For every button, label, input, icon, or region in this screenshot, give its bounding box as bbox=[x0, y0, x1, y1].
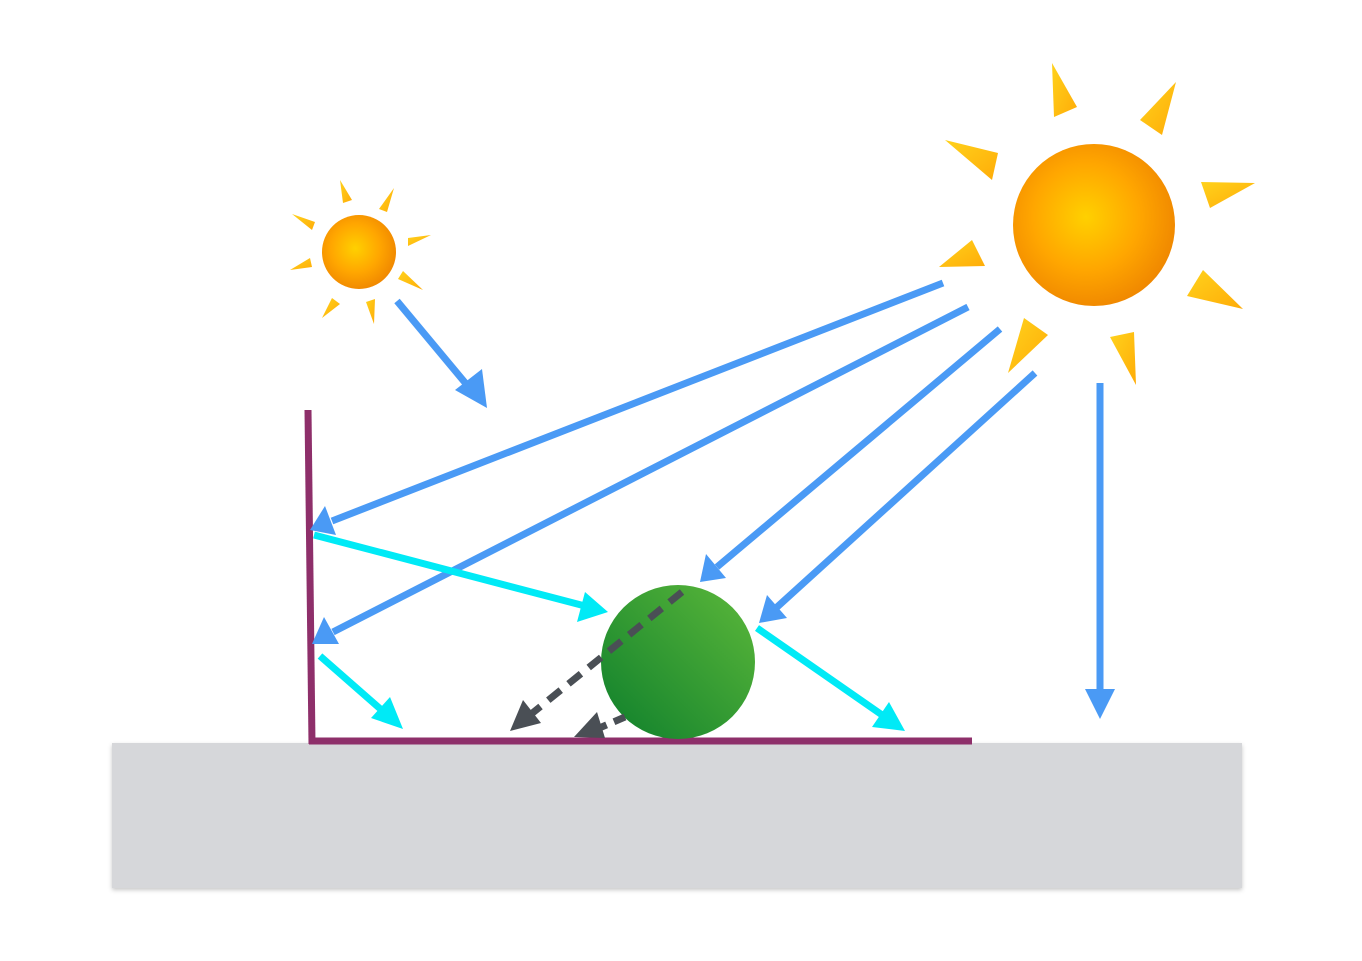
reflected-ray-wall-to-floor bbox=[317, 653, 403, 729]
large-sun-icon bbox=[939, 63, 1255, 385]
reflected-ray-wall-to-sphere bbox=[313, 531, 608, 622]
shadow-ray-short bbox=[574, 712, 627, 738]
direct-ray-vertical bbox=[1085, 383, 1115, 719]
direct-ray-to-sphere-side bbox=[759, 370, 1038, 623]
small-sun-icon bbox=[290, 180, 431, 324]
direct-ray-to-sphere-top bbox=[700, 326, 1003, 582]
shadow-ray-long bbox=[510, 589, 685, 731]
direct-ray-to-wall-upper bbox=[310, 279, 945, 535]
reflected-ray-sphere-to-floor bbox=[755, 625, 905, 731]
reflected-light-rays bbox=[313, 531, 905, 731]
direct-ray-to-wall-lower bbox=[312, 303, 970, 644]
direct-light-rays bbox=[310, 279, 1115, 719]
direct-ray-small-sun bbox=[394, 298, 487, 408]
wall-surface bbox=[304, 409, 316, 745]
shadow-rays bbox=[510, 589, 685, 738]
ground-slab bbox=[112, 743, 1242, 888]
